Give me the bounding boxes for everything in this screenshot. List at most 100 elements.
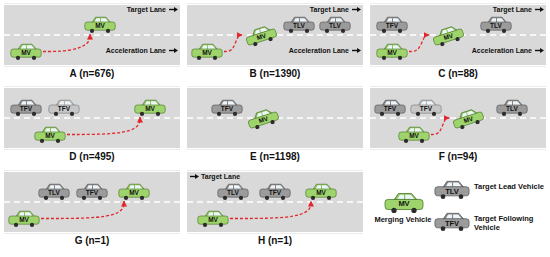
scenario-panel: D (n=495)TFVTFVMVMV bbox=[4, 86, 180, 150]
vehicle-wheel bbox=[281, 196, 285, 200]
vehicle: TLV bbox=[319, 16, 351, 33]
vehicle-window bbox=[322, 185, 330, 189]
vehicle-label: MV bbox=[34, 132, 66, 140]
vehicle-window bbox=[294, 18, 300, 22]
vehicle-wheel bbox=[380, 112, 384, 116]
merge-trajectory bbox=[224, 35, 242, 52]
vehicle: MV bbox=[191, 43, 223, 60]
vehicle-window bbox=[19, 212, 25, 216]
vehicle-wheel bbox=[420, 139, 424, 143]
lane-label: Target Lane bbox=[127, 5, 166, 14]
panel-caption-holder: G (n=1) bbox=[4, 235, 180, 247]
road-panel bbox=[187, 86, 363, 150]
vehicle: TLV bbox=[38, 183, 70, 200]
vehicle-wheel bbox=[217, 112, 221, 116]
vehicle-wheel bbox=[60, 196, 64, 200]
vehicle: TFV bbox=[211, 99, 243, 116]
vehicle-window bbox=[415, 128, 423, 132]
vehicle-label: MV bbox=[118, 189, 150, 197]
vehicle-window bbox=[228, 101, 236, 105]
vehicle-wheel bbox=[213, 56, 217, 60]
direction-arrow bbox=[535, 48, 544, 53]
vehicle-wheel bbox=[156, 112, 160, 116]
road-panel bbox=[4, 170, 180, 234]
vehicle-body bbox=[248, 111, 279, 128]
vehicle-wheel bbox=[265, 196, 269, 200]
legend-text: Target Lead Vehicle bbox=[474, 182, 548, 191]
merge-trajectory bbox=[230, 201, 311, 219]
vehicle-wheel bbox=[289, 29, 293, 33]
vehicle-body bbox=[260, 189, 290, 197]
panel-caption: B (n=1390) bbox=[187, 68, 363, 80]
vehicle-wheel bbox=[311, 196, 315, 200]
vehicle-window bbox=[393, 45, 401, 49]
vehicle-wheel bbox=[140, 196, 144, 200]
vehicle-window bbox=[93, 185, 101, 189]
vehicle-wheel bbox=[518, 112, 522, 116]
vehicle-wheel bbox=[327, 196, 331, 200]
vehicle: MV bbox=[10, 43, 42, 60]
vehicle-wheel bbox=[54, 112, 58, 116]
vehicle-wheel bbox=[441, 194, 446, 199]
vehicle: TFV bbox=[10, 99, 42, 116]
vehicle-body bbox=[377, 49, 407, 57]
vehicle-label: MV bbox=[384, 199, 424, 209]
vehicle-body bbox=[246, 28, 277, 45]
vehicle-label: MV bbox=[134, 105, 166, 113]
vehicle-label: MV bbox=[305, 189, 337, 197]
vehicle-wheel bbox=[30, 223, 34, 227]
vehicle-wheel bbox=[432, 112, 436, 116]
legend-text: Merging Vehicle bbox=[366, 215, 440, 224]
vehicle-body bbox=[135, 105, 165, 113]
vehicle-window bbox=[446, 214, 452, 218]
vehicle-wheel bbox=[455, 36, 460, 41]
panel-caption: E (n=1198) bbox=[187, 151, 363, 163]
vehicle-wheel bbox=[382, 56, 386, 60]
scenario-panel: Target LaneAcceleration LaneC (n=88)TFVM… bbox=[370, 3, 546, 67]
vehicle-wheel bbox=[233, 112, 237, 116]
vehicle-label: TFV bbox=[76, 189, 108, 197]
vehicle-wheel bbox=[341, 29, 345, 33]
vehicle-window bbox=[208, 45, 216, 49]
panel-caption: A (n=676) bbox=[4, 68, 180, 80]
vehicle: TFV bbox=[259, 183, 291, 200]
vehicle-window bbox=[491, 18, 497, 22]
vehicle-wheel bbox=[502, 29, 506, 33]
vehicle-window bbox=[393, 18, 401, 22]
vehicle-window bbox=[270, 185, 276, 189]
vehicle-body bbox=[198, 216, 228, 224]
vehicle-wheel bbox=[124, 196, 128, 200]
scenario-panel: G (n=1)TLVTFVMVMV bbox=[4, 170, 180, 234]
lane-label: Acceleration Lane bbox=[472, 46, 532, 55]
vehicle-label: TLV bbox=[319, 22, 351, 30]
vehicle-wheel bbox=[253, 41, 258, 46]
vehicle-wheel bbox=[255, 124, 260, 129]
vehicle-label: TLV bbox=[496, 105, 528, 113]
merge-trajectory bbox=[431, 118, 449, 135]
vehicle-label: TLV bbox=[480, 22, 512, 30]
lane-label: Target Lane bbox=[493, 5, 532, 14]
vehicle-window bbox=[45, 128, 51, 132]
vehicle-window bbox=[228, 185, 234, 189]
vehicle-window bbox=[135, 185, 143, 189]
vehicle-body bbox=[119, 189, 149, 197]
vehicle-window bbox=[513, 101, 521, 105]
vehicle-wheel bbox=[270, 119, 275, 124]
vehicle-wheel bbox=[16, 112, 20, 116]
vehicle-body bbox=[453, 111, 484, 128]
vehicle-label: MV bbox=[191, 49, 223, 57]
vehicle-wheel bbox=[40, 139, 44, 143]
vehicle-wheel bbox=[197, 56, 201, 60]
road-panel bbox=[4, 86, 180, 150]
vehicle: MV bbox=[430, 22, 466, 48]
panel-caption-holder: E (n=1198) bbox=[187, 151, 363, 163]
vehicle-wheel bbox=[416, 112, 420, 116]
vehicle: TFV bbox=[76, 183, 108, 200]
vehicle-wheel bbox=[32, 112, 36, 116]
vehicle-wheel bbox=[90, 29, 94, 33]
vehicle-body bbox=[497, 105, 527, 113]
panel-caption: C (n=88) bbox=[370, 68, 546, 80]
road-panel bbox=[187, 170, 363, 234]
legend-vehicle: MV bbox=[384, 192, 424, 213]
lane-label: Acceleration Lane bbox=[289, 46, 349, 55]
